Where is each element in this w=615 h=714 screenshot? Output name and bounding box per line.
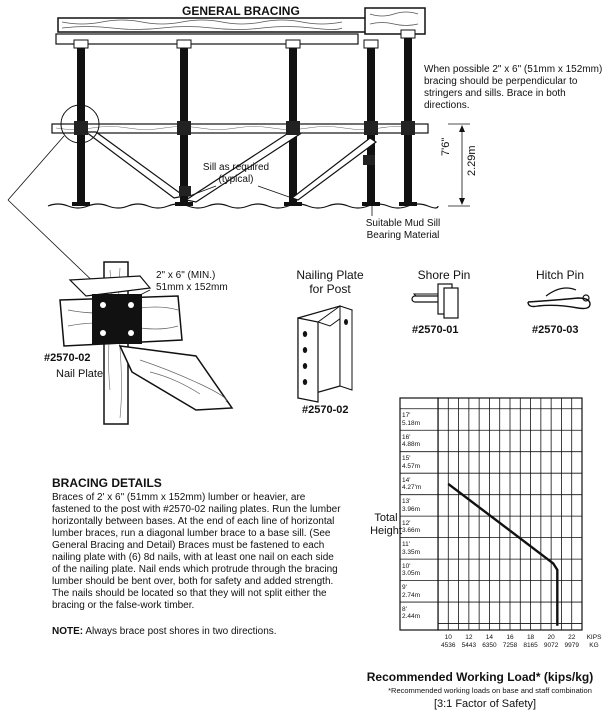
part-title-nailing-plate: Nailing Plate for Post (296, 268, 364, 296)
y-tick-ft: 11' (402, 541, 410, 549)
y-tick-ft: 12' (402, 519, 411, 527)
y-tick-label: 16'4.88m (400, 434, 438, 449)
bracing-details-body: Braces of 2' x 6" (51mm x 152mm) lumber … (52, 492, 341, 611)
bracing-details-heading: BRACING DETAILS (52, 476, 162, 490)
y-tick-label: 14'4.27'm (400, 477, 438, 492)
lumber-size-inch: 2" x 6" (MIN.) (156, 270, 216, 281)
y-tick-ft: 13' (402, 498, 411, 506)
x-tick-kips: 14 (485, 634, 494, 641)
y-tick-label: 8'2.44m (400, 606, 438, 621)
part-title-hitch-pin: Hitch Pin (535, 268, 585, 282)
x-tick-kips: 22 (568, 634, 576, 641)
x-unit-kips: KIPS (586, 634, 602, 641)
lumber-size-mm: 51mm x 152mm (156, 282, 228, 293)
y-tick-m: 3.35m (402, 548, 421, 556)
part-number-shore-pin: #2570-01 (412, 324, 459, 336)
height-ft-label: 7'6" (440, 137, 452, 156)
x-tick-kips: 12 (465, 634, 473, 641)
mud-sill-label: Suitable Mud Sill Bearing Material (365, 218, 441, 241)
x-tick-kg: 4536 (441, 641, 456, 649)
y-tick-m: 2.44m (402, 613, 421, 621)
x-tick-kg: 8165 (523, 641, 538, 649)
part-number-nailing-plate: #2570-02 (302, 404, 349, 416)
y-tick-label: 15'4.57m (400, 455, 438, 470)
sill-label: Sill as required (typical) (202, 162, 270, 185)
y-tick-label: 11'3.35m (400, 541, 438, 556)
bracing-details-note: NOTE: Always brace post shores in two di… (52, 626, 342, 638)
y-tick-label: 9'2.74m (400, 584, 438, 599)
y-tick-label: 12'3.66m (400, 520, 438, 535)
y-tick-ft: 8' (402, 605, 407, 613)
y-tick-ft: 16' (402, 433, 411, 441)
detail-part-name: Nail Plate (56, 368, 104, 380)
x-tick-kips: 10 (444, 634, 452, 641)
x-tick-kg: 6350 (482, 641, 497, 649)
y-tick-label: 17'5.18m (400, 412, 438, 427)
x-tick-kips: 20 (547, 634, 555, 641)
detail-part-number: #2570-02 (44, 352, 91, 364)
y-tick-m: 3.05m (402, 570, 421, 578)
y-tick-ft: 10' (402, 562, 411, 570)
y-tick-m: 5.18m (402, 419, 421, 427)
chart-safety: [3:1 Factor of Safety] (433, 698, 537, 710)
chart-title: Recommended Working Load* (kips/kg) (366, 670, 594, 684)
x-unit-kg: KG (589, 641, 599, 649)
y-tick-ft: 14' (402, 476, 411, 484)
x-tick-kg: 9072 (543, 641, 559, 649)
height-m-label: 2.29m (466, 145, 478, 176)
note-label: NOTE: (52, 626, 84, 637)
note-text: Always brace post shores in two directio… (83, 626, 277, 637)
part-title-shore-pin: Shore Pin (417, 268, 471, 282)
y-tick-ft: 15' (402, 455, 411, 463)
chart-ylabel: Total Height (370, 512, 402, 537)
general-bracing-title: GENERAL BRACING (182, 4, 300, 18)
y-tick-ft: 9' (402, 584, 407, 592)
y-tick-m: 4.88m (402, 441, 421, 449)
x-tick-kg: 7258 (502, 641, 518, 649)
x-tick-kips: 16 (506, 634, 514, 641)
y-tick-m: 3.66m (402, 527, 421, 535)
y-tick-ft: 17' (402, 412, 411, 420)
y-tick-label: 13'3.96m (400, 498, 438, 513)
x-tick-kips: 18 (526, 634, 535, 641)
y-tick-m: 4.57m (402, 462, 421, 470)
bracing-note: When possible 2" x 6" (51mm x 152mm) bra… (424, 64, 603, 111)
y-tick-label: 10'3.05m (400, 563, 438, 578)
y-tick-m: 4.27'm (402, 484, 422, 492)
lumber-size-label: 2" x 6" (MIN.) 51mm x 152mm (156, 270, 266, 294)
part-number-hitch-pin: #2570-03 (532, 324, 579, 336)
y-tick-m: 3.96m (402, 505, 421, 513)
y-tick-m: 2.74m (402, 591, 421, 599)
chart-footnote: *Recommended working loads on base and s… (388, 686, 592, 695)
x-tick-kg: 9979 (564, 641, 579, 649)
x-tick-kg: 5443 (461, 641, 477, 649)
